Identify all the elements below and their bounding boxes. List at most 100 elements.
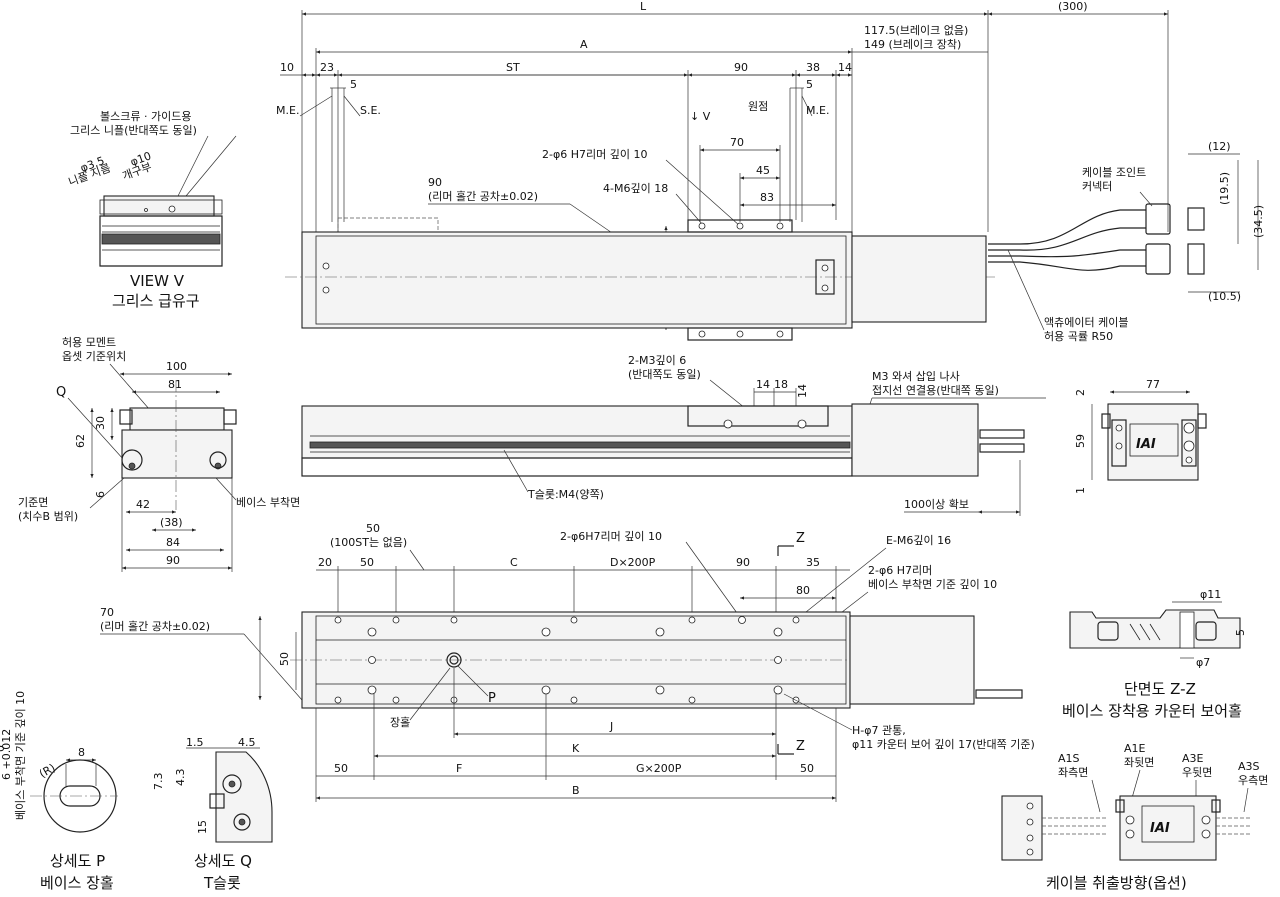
dim-70-bottom: 70 (100, 606, 114, 619)
top-view: L (300) A 117.5(브레이크 없음) 149 (브레이크 장착) 1… (276, 0, 1265, 343)
dim-90-b: 90 (736, 556, 750, 569)
dim-L-label: L (640, 0, 647, 13)
a1s-code: A1S (1058, 752, 1080, 765)
dim-J: J (609, 720, 613, 733)
dim-8: 8 (78, 746, 85, 759)
bottom-view: 50 (100ST는 없음) 2-φ6H7리머 깊이 10 Z E-M6깊이 1… (100, 522, 1035, 802)
actuator-cable-label-2: 허용 곡률 R50 (1044, 330, 1113, 343)
slot-hole-label: 장홀 (390, 716, 410, 729)
m6-depth-label: 4-M6깊이 18 (603, 182, 668, 195)
motor-side (851, 403, 979, 477)
dim-5-right: 5 (806, 78, 813, 91)
detail-q: 1.5 4.5 7.3 4.3 15 상세도 Q T슬롯 (152, 736, 273, 892)
dim-18: 18 (774, 378, 788, 391)
radius-label: (R) (37, 761, 58, 780)
m3-depth-label-1: 2-M3깊이 6 (628, 354, 686, 367)
detail-p-title: 상세도 P (50, 852, 105, 870)
brake-with-label: 149 (브레이크 장착) (864, 38, 961, 51)
dim-7-3: 7.3 (152, 773, 165, 791)
moment-label-1: 허용 모멘트 (62, 336, 116, 349)
iai-logo: IAI (1136, 437, 1156, 452)
dim-59: 59 (1074, 434, 1087, 448)
reamer-bottom-label: 2-φ6H7리머 깊이 10 (560, 530, 662, 543)
actuator-cable-label-1: 액츄에이터 케이블 (1044, 316, 1128, 329)
reamer-tolerance-label: (리머 홀간 공차±0.02) (428, 190, 538, 203)
iai-logo-option: IAI (1150, 821, 1170, 836)
dim-50-r: 50 (800, 762, 814, 775)
base-mount-label: 베이스 부착면 (236, 496, 300, 509)
dim-70-top: 70 (730, 136, 744, 149)
dim-K: K (572, 742, 580, 755)
dim-15: 15 (196, 820, 209, 834)
p-marker: P (488, 691, 496, 706)
dim-14-b: 14 (796, 384, 809, 398)
dim-50-l: 50 (334, 762, 348, 775)
section-title: 단면도 Z-Z (1124, 680, 1196, 698)
dim-6-tolerance-zero: 0 (0, 745, 7, 752)
z-marker-bottom: Z (796, 739, 805, 754)
dim-1-5: 1.5 (186, 736, 204, 749)
dim-45: 45 (756, 164, 770, 177)
moment-label-2: 옵셋 기준위치 (62, 350, 126, 363)
brake-none-label: 117.5(브레이크 없음) (864, 24, 968, 37)
detail-q-subtitle: T슬롯 (203, 874, 241, 892)
dim-38-side: (38) (160, 516, 183, 529)
dim-11: φ11 (1200, 588, 1221, 601)
me-right-label: M.E. (806, 104, 829, 117)
se-label: S.E. (360, 104, 381, 117)
a3s-code: A3S (1238, 760, 1260, 773)
depth-note: 베이스 부착면 기준 깊이 10 (14, 691, 27, 820)
dim-23: 23 (320, 61, 334, 74)
dim-4-5: 4.5 (238, 736, 256, 749)
cable-direction-option: A1S 좌측면 A1E 좌뒷면 A3E 우뒷면 A3S 우측면 IAI 케이블 … (1001, 742, 1268, 892)
h-phi7-label-2: φ11 카운터 보어 깊이 17(반대쪽 기준) (852, 738, 1035, 751)
ref-face-label-2: (치수B 범위) (18, 510, 78, 523)
end-view-right: 77 2 59 1 IAI (1074, 378, 1207, 494)
grease-label-2: 그리스 니플(반대쪽도 동일) (70, 123, 197, 137)
a3e-code: A3E (1182, 752, 1204, 765)
q-marker: Q (56, 385, 66, 400)
detail-p: 베이스 부착면 기준 깊이 10 6 +0.012 0 8 (R) 상세도 P … (0, 691, 118, 892)
dim-81: 81 (168, 378, 182, 391)
dim-6: 6 (94, 491, 107, 498)
dim-2: 2 (1074, 389, 1087, 396)
reamer-base-label-2: 베이스 부착면 기준 깊이 10 (868, 578, 997, 591)
a1s-desc: 좌측면 (1058, 766, 1088, 779)
side-view: 2-M3깊이 6 (반대쪽도 동일) 14 18 14 M3 와셔 삽입 나사 … (301, 354, 1046, 516)
dim-B: B (572, 784, 580, 797)
detail-p-subtitle: 베이스 장홀 (40, 874, 114, 892)
view-v-subtitle: 그리스 급유구 (112, 292, 200, 310)
dim-12: (12) (1208, 140, 1231, 153)
port-label: 개구부 (121, 160, 154, 183)
dim-90-reamer: 90 (428, 176, 442, 189)
st100-note: (100ST는 없음) (330, 536, 407, 549)
ground-label-1: M3 와셔 삽입 나사 (872, 370, 960, 383)
detail-q-title: 상세도 Q (194, 852, 252, 870)
dim-A-label: A (580, 38, 588, 51)
dim-42: 42 (136, 498, 150, 511)
dim-14-a: 14 (756, 378, 770, 391)
view-v-arrow: ↓ V (690, 110, 711, 123)
reamer-top-label: 2-φ6 H7리머 깊이 10 (542, 148, 647, 161)
dim-D200P: D×200P (610, 556, 656, 569)
dim-30: 30 (94, 416, 107, 430)
dim-90-side: 90 (166, 554, 180, 567)
dim-80: 80 (796, 584, 810, 597)
actuator-body-side (301, 405, 853, 459)
t-slot-label: T슬롯:M4(양쪽) (527, 488, 604, 501)
dim-C: C (510, 556, 518, 569)
view-v: 볼스크류 · 가이드용 그리스 니플(반대쪽도 동일) φ3.5 니플 지름 φ… (67, 110, 237, 310)
ground-label-2: 접지선 연결용(반대쪽 동일) (872, 383, 999, 397)
dim-34-5: (34.5) (1252, 205, 1265, 238)
dim-5-left: 5 (350, 78, 357, 91)
dim-10: 10 (280, 61, 294, 74)
dim-100: 100 (166, 360, 187, 373)
dim-14-top: 14 (838, 61, 852, 74)
reamer-base-label-1: 2-φ6 H7리머 (868, 564, 932, 577)
dim-7: φ7 (1196, 656, 1210, 669)
dim-19-5: (19.5) (1218, 172, 1231, 205)
dim-1: 1 (1074, 487, 1087, 494)
dim-50-b: 50 (360, 556, 374, 569)
clearance-label: 100이상 확보 (904, 498, 969, 511)
z-marker-top: Z (796, 531, 805, 546)
